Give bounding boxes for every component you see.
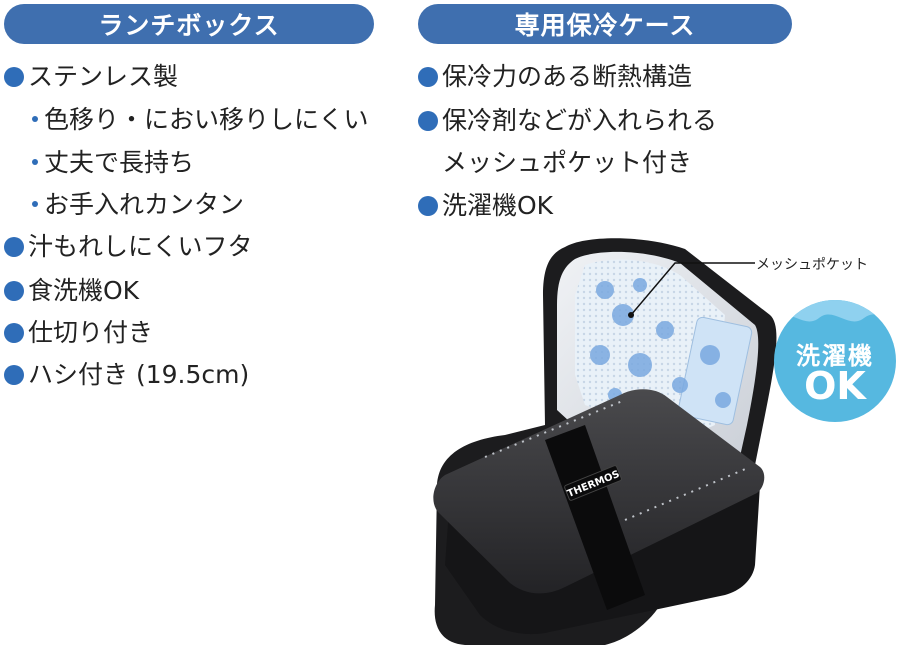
brand-label (564, 465, 622, 501)
sub-bullet-icon (32, 116, 38, 122)
lunchbox-feature: 仕切り付き (4, 320, 153, 345)
case-feature: 保冷剤などが入れられる (418, 108, 717, 133)
bullet-icon (4, 365, 24, 385)
lunchbox-feature-list: ステンレス製 色移り・におい移りしにくい 丈夫で長持ち お手入れカンタン 汁もれ… (4, 64, 404, 394)
lunchbox-subfeature: 色移り・におい移りしにくい (28, 107, 369, 132)
case-feature-continuation: メッシュポケット付き (442, 148, 693, 177)
washing-machine-ok-badge: 洗濯機 OK (774, 300, 896, 422)
mesh-pocket-callout: メッシュポケット (756, 257, 868, 273)
lunchbox-feature: ステンレス製 (4, 64, 178, 89)
bullet-icon (4, 237, 24, 257)
bullet-icon (4, 67, 24, 87)
lunchbox-feature: ハシ付き (19.5cm) (4, 362, 249, 387)
badge-line1: 洗濯機 (796, 342, 874, 370)
sub-bullet-icon (32, 159, 38, 165)
bullet-icon (4, 281, 24, 301)
bullet-icon (418, 67, 438, 87)
case-title: 専用保冷ケース (418, 4, 792, 44)
wave-icon (774, 300, 896, 322)
bullet-icon (418, 111, 438, 131)
ice-pack (677, 316, 753, 426)
lunchbox-feature: 汁もれしにくいフタ (4, 234, 253, 259)
lunchbox-subfeature: 丈夫で長持ち (28, 150, 194, 175)
lunchbox-subfeature: お手入れカンタン (28, 192, 244, 217)
lunchbox-band (545, 425, 645, 610)
case-feature-list: 保冷力のある断熱構造 保冷剤などが入れられる メッシュポケット付き 洗濯機OK (418, 64, 818, 224)
case-feature: 洗濯機OK (418, 193, 553, 218)
callout-line (630, 262, 755, 316)
lunchbox-title: ランチボックス (4, 4, 374, 44)
bullet-icon (418, 196, 438, 216)
sub-bullet-icon (32, 201, 38, 207)
product-image: THERMOS (433, 238, 777, 645)
case-feature: 保冷力のある断熱構造 (418, 64, 692, 89)
lunchbox-feature: 食洗機OK (4, 278, 139, 303)
badge-line2: OK (804, 364, 866, 408)
bullet-icon (4, 323, 24, 343)
